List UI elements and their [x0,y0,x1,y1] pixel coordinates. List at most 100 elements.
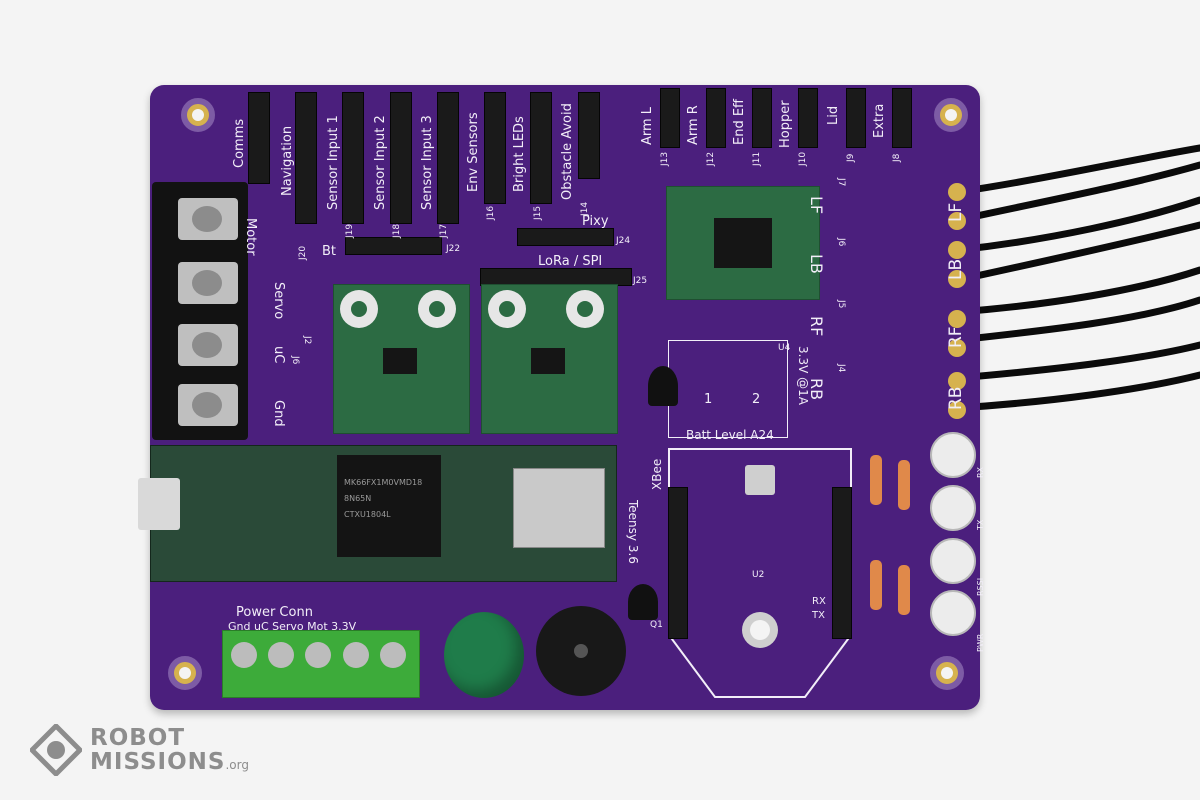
teensy-chip-marking-1: MK66FX1M0VMD18 [344,478,423,487]
label-j25: J25 [633,276,648,286]
wire-pad [948,241,966,259]
power-screw [380,642,406,668]
label-lb-outer: LB [946,258,966,280]
mounting-hole [930,656,964,690]
label-rf-outer: RF [946,326,966,348]
label-v33: 3.3V @1A [796,346,810,405]
motor-wires [954,144,1200,412]
label-navigation: Navigation [280,125,295,196]
xbee-header-right [832,487,852,639]
header-navigation [295,92,317,224]
label-j16: J16 [486,205,496,220]
xbee-header-left [668,487,688,639]
header-obstacle [578,92,600,179]
label-j15: J15 [533,205,543,220]
wire-pad [948,183,966,201]
label-arm-r: Arm R [686,105,701,145]
driver-chip [383,348,417,374]
robot-missions-logo-icon [30,724,82,776]
label-j18: J18 [392,223,402,238]
label-j24: J24 [616,236,631,246]
header-sensor3 [437,92,459,224]
header-bt [345,237,442,255]
label-lf-inner: LF [807,196,826,215]
label-j9: J9 [846,153,856,162]
label-j5: J5 [836,300,846,309]
header-arm-l [660,88,680,148]
label-lb-inner: LB [807,254,826,274]
label-xbee-rx: RX [812,596,826,607]
piezo-buzzer [536,606,626,696]
led-tx [930,485,976,531]
label-two: 2 [752,392,761,407]
label-j17: J17 [439,223,449,238]
label-xbee: XBee [650,458,664,490]
driver-chip [531,348,565,374]
resistor [898,565,910,615]
power-screw [231,642,257,668]
label-lf-outer: LF [946,202,966,222]
label-led-pwr: PWR [976,633,985,652]
usb-connector [138,478,180,530]
header-extra [892,88,912,148]
xbee-pad [745,465,775,495]
watermark-robot: ROBOT [90,725,186,751]
label-lid: Lid [826,105,841,125]
sd-card-slot [513,468,605,548]
mounting-hole [181,98,215,132]
label-j10: J10 [798,151,808,166]
label-sensor1: Sensor Input 1 [326,115,341,210]
power-screw [305,642,331,668]
wire-pad [948,212,966,230]
label-sensor2: Sensor Input 2 [373,115,388,210]
transistor [628,584,658,620]
led-pwr [930,590,976,636]
label-u4: U4 [778,343,791,353]
watermark-missions-text: MISSIONS [90,749,226,775]
wire-pad [948,310,966,328]
xbee-hole [742,612,778,648]
label-teensy: Teensy 3.6 [626,500,640,564]
label-u2: U2 [752,570,765,580]
label-j20: J20 [298,245,308,260]
label-j6: J6 [836,238,846,247]
terminal-screw [178,262,238,304]
header-arm-r [706,88,726,148]
header-lid [846,88,866,148]
watermark-suffix: .org [225,758,249,772]
label-uc: uC [271,346,286,364]
label-led-tx: TX [976,519,985,530]
label-led-rx: RX [976,466,985,478]
label-j8: J8 [892,153,902,162]
header-sensor1 [342,92,364,224]
label-power-conn: Power Conn [236,605,313,620]
label-obstacle: Obstacle Avoid [560,103,575,200]
watermark-missions: MISSIONS.org [90,749,249,775]
label-bright: Bright LEDs [512,116,527,192]
label-servo: Servo [271,282,286,320]
sensor-chip [714,218,772,268]
wire-pad [948,372,966,390]
led-rx [930,432,976,478]
label-rf-inner: RF [807,316,826,337]
power-screw [343,642,369,668]
label-gnd: Gnd [271,400,286,427]
label-rb-outer: RB [946,386,966,410]
label-led-rssi: RSSI [976,577,985,596]
label-pixy: Pixy [582,214,609,229]
transistor [648,366,678,406]
wire-pad [948,401,966,419]
label-extra: Extra [872,103,887,138]
label-batt: Batt Level A24 [686,428,774,442]
label-j6b: J6 [290,356,300,365]
label-comms: Comms [232,118,247,168]
header-hopper [798,88,818,148]
label-j19: J19 [345,223,355,238]
teensy-chip-marking-2: 8N65N [344,494,372,503]
green-led-button [444,612,524,698]
label-end-eff: End Eff [732,98,747,145]
mounting-hole [934,98,968,132]
driver-pad [340,290,378,328]
label-hopper: Hopper [778,100,793,148]
